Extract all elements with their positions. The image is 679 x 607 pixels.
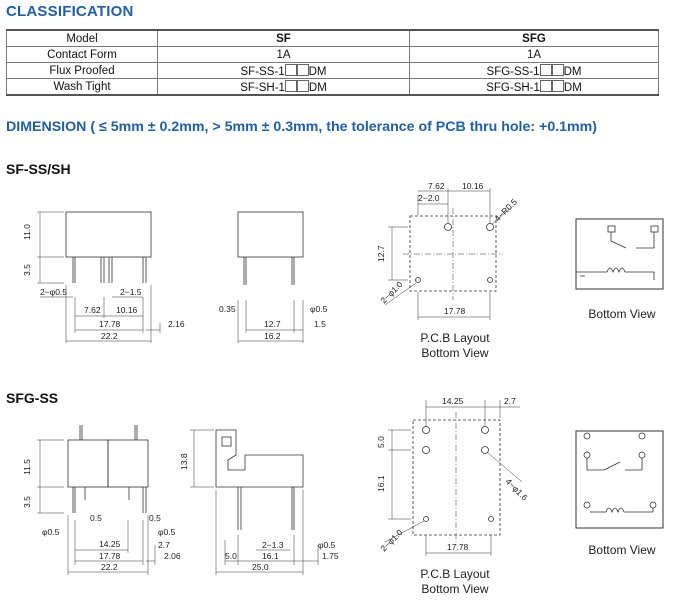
dim-label: 4−R0.5 [492,197,519,224]
option-box-icon [551,79,564,92]
dim-label: 2.06 [164,551,181,561]
dim-label: 2.7 [504,396,516,406]
dimension-title: DIMENSION ( ≤ 5mm ± 0.2mm, > 5mm ± 0.3mm… [6,119,598,135]
section-title-sfg: SFG-SS [6,390,59,406]
dim-label: 7.62 [84,305,101,315]
dim-label: 17.78 [444,306,466,316]
sfg-side-view [37,425,156,575]
header-sfg: SFG [409,29,659,47]
dim-label: 2−φ1.0 [378,279,404,305]
pcb-layout-label: P.C.B Layout [420,331,490,345]
dim-label: 1.5 [314,319,326,329]
dim-label: 2.7 [158,540,170,550]
row-label: Contact Form [6,46,158,63]
option-box-icon [539,63,552,76]
dim-label: 0.35 [219,304,236,314]
dim-label: 13.8 [179,453,189,470]
dim-label: 12.7 [376,245,386,262]
classification-title: CLASSIFICATION [6,3,134,20]
sfg-pcb-caption: P.C.B Layout Bottom View [399,567,511,597]
dim-label: φ0.5 [310,304,328,314]
pcb-layout-label: P.C.B Layout [420,567,490,581]
dim-label: φ0.5 [158,527,176,537]
dim-label: 7.62 [428,181,445,191]
dim-label: 14.25 [99,539,121,549]
dim-label: 11.5 [22,459,32,475]
dim-label: 2−2.0 [418,193,440,203]
row-label: Wash Tight [6,78,158,96]
dim-label: 3.5 [22,496,32,508]
sf-pcb-layout [384,188,513,320]
dim-label: 2−1.3 [262,540,284,550]
classification-table: Model SF SFG Contact Form 1A 1A Flux Pro… [6,29,659,96]
section-title-sf: SF-SS/SH [6,161,71,177]
sf-schematic [575,218,664,290]
dim-label: 16.2 [264,331,281,341]
dim-label: 0.5 [149,513,161,523]
dim-label: 11.0 [22,224,32,240]
dim-label: 2.16 [168,319,185,329]
sfg-end-view [190,429,319,575]
dim-label: 16.1 [262,551,279,561]
dim-label: 5.0 [225,551,237,561]
dim-label: 1.75 [322,551,339,561]
dim-label: 5.0 [376,436,386,448]
dim-label: φ0.5 [318,540,336,550]
dim-label: 10.16 [462,181,484,191]
option-box-icon [296,63,309,76]
sfg-bottom-view-label: Bottom View [588,543,656,557]
dim-label: 2−φ0.5 [40,287,67,297]
dim-label: 17.78 [99,551,121,561]
bottom-view-label: Bottom View [421,346,489,360]
option-box-icon [296,79,309,92]
dim-label: φ0.5 [42,527,60,537]
dim-label: 17.78 [99,319,121,329]
dim-label: 14.25 [442,396,464,406]
dim-label: 2−1.5 [120,287,142,297]
sf-side-view [37,211,161,343]
row-label: Flux Proofed [6,62,158,79]
dim-label: 0.5 [90,513,102,523]
dim-label: 2−φ1.0 [378,527,404,553]
dim-label: 22.2 [101,331,118,341]
option-box-icon [551,63,564,76]
sf-bottom-view-label: Bottom View [588,307,656,321]
option-box-icon [284,63,297,76]
dim-label: 12.7 [264,319,281,329]
dim-label: 4−φ1.6 [504,476,530,502]
dim-label: 16.1 [376,475,386,492]
dim-label: 10.16 [116,305,138,315]
sf-pcb-caption: P.C.B Layout Bottom View [399,331,511,361]
dim-label: 17.78 [447,542,469,552]
sf-end-view [237,211,304,343]
header-sf: SF [157,29,410,47]
sfg-schematic [575,430,664,529]
dim-label: 25.0 [252,562,269,572]
sfg-pcb-layout [384,400,523,556]
table-header-row: Model SF SFG [6,29,659,47]
bottom-view-label: Bottom View [421,582,489,596]
dim-label: 22.2 [101,562,118,572]
option-box-icon [284,79,297,92]
option-box-icon [539,79,552,92]
dim-label: 3.5 [22,264,32,276]
